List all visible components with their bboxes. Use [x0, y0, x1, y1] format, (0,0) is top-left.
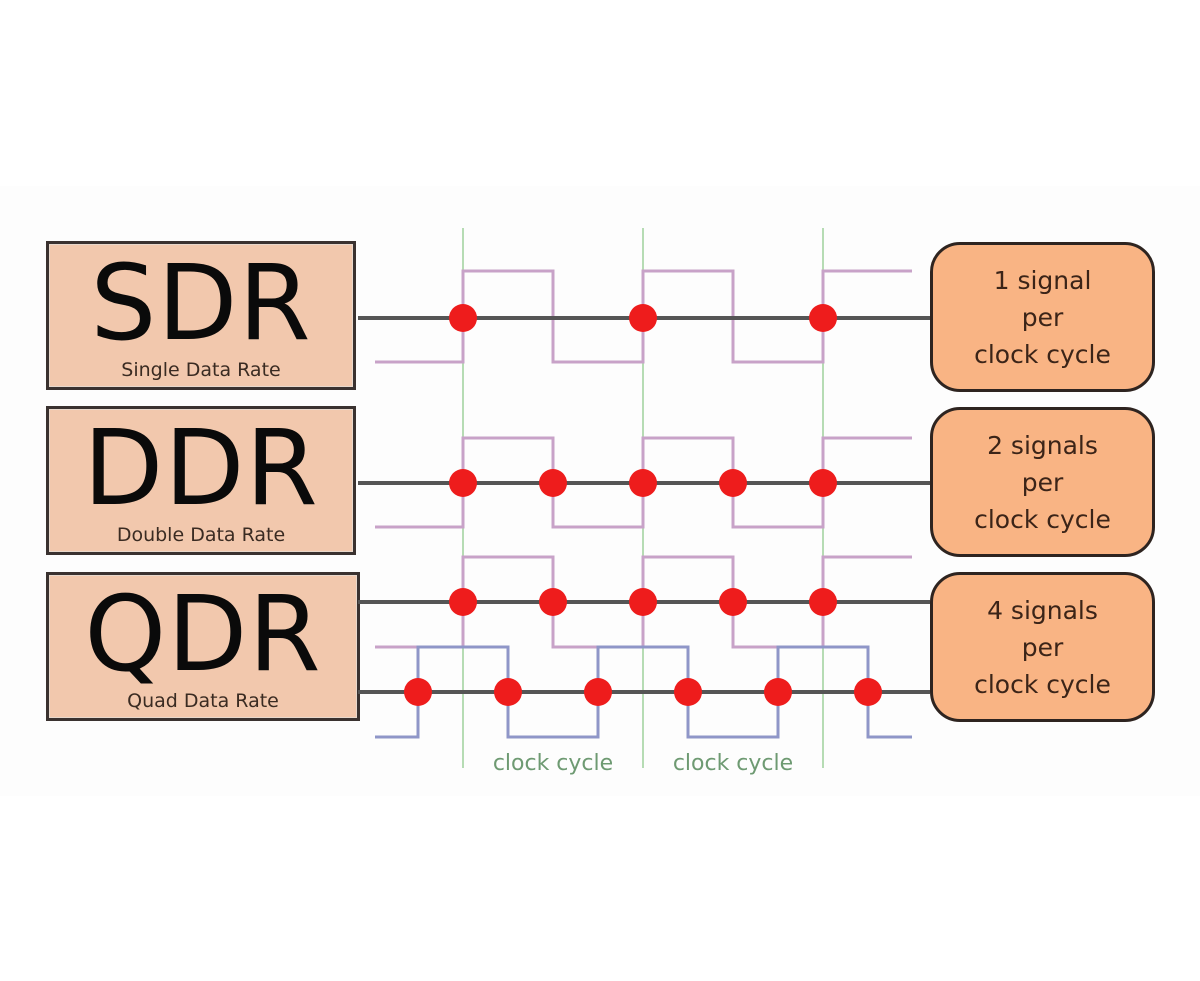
qdr-sample-dot [539, 588, 567, 616]
qdr-sample-dot [719, 588, 747, 616]
qdr-signal-per: per [1021, 632, 1064, 662]
sdr-signal-unit: clock cycle [974, 339, 1111, 369]
qdr-signal-count: 4 signals [987, 595, 1098, 625]
qdr-sample-dot [809, 588, 837, 616]
qdr-sample-dot [674, 678, 702, 706]
sdr-signal-box: 1 signal per clock cycle [930, 242, 1155, 392]
qdr-sample-dot [404, 678, 432, 706]
qdr-sample-dot [584, 678, 612, 706]
qdr-sample-dot [854, 678, 882, 706]
ddr-signal-per: per [1021, 467, 1064, 497]
sdr-full-name: Single Data Rate [121, 359, 281, 381]
qdr-sample-dot [494, 678, 522, 706]
qdr-full-name: Quad Data Rate [127, 690, 279, 712]
sdr-signal-count: 1 signal [993, 265, 1092, 295]
ddr-signal-unit: clock cycle [974, 504, 1111, 534]
ddr-signal-box: 2 signals per clock cycle [930, 407, 1155, 557]
qdr-signal-unit: clock cycle [974, 669, 1111, 699]
qdr-quadrature-waveform [375, 645, 912, 739]
clock-cycle-label: clock cycle [673, 751, 793, 776]
ddr-sample-dot [719, 469, 747, 497]
sdr-abbreviation: SDR [90, 242, 312, 364]
sdr-sample-dot [449, 304, 477, 332]
ddr-label-box: DDR Double Data Rate [46, 406, 356, 555]
ddr-sample-dot [629, 469, 657, 497]
ddr-abbreviation: DDR [83, 407, 319, 529]
sdr-label-box: SDR Single Data Rate [46, 241, 356, 390]
ddr-signal-count: 2 signals [987, 430, 1098, 460]
ddr-full-name: Double Data Rate [116, 524, 286, 546]
qdr-abbreviation: QDR [84, 573, 322, 695]
qdr-signal-box: 4 signals per clock cycle [930, 572, 1155, 722]
ddr-sample-dot [449, 469, 477, 497]
sdr-signal-per: per [1021, 302, 1064, 332]
qdr-sample-dot [449, 588, 477, 616]
qdr-sample-dot [764, 678, 792, 706]
sdr-sample-dot [809, 304, 837, 332]
ddr-sample-dot [809, 469, 837, 497]
sdr-sample-dot [629, 304, 657, 332]
qdr-label-box: QDR Quad Data Rate [46, 572, 360, 721]
clock-cycle-label: clock cycle [493, 751, 613, 776]
ddr-sample-dot [539, 469, 567, 497]
qdr-sample-dot [629, 588, 657, 616]
